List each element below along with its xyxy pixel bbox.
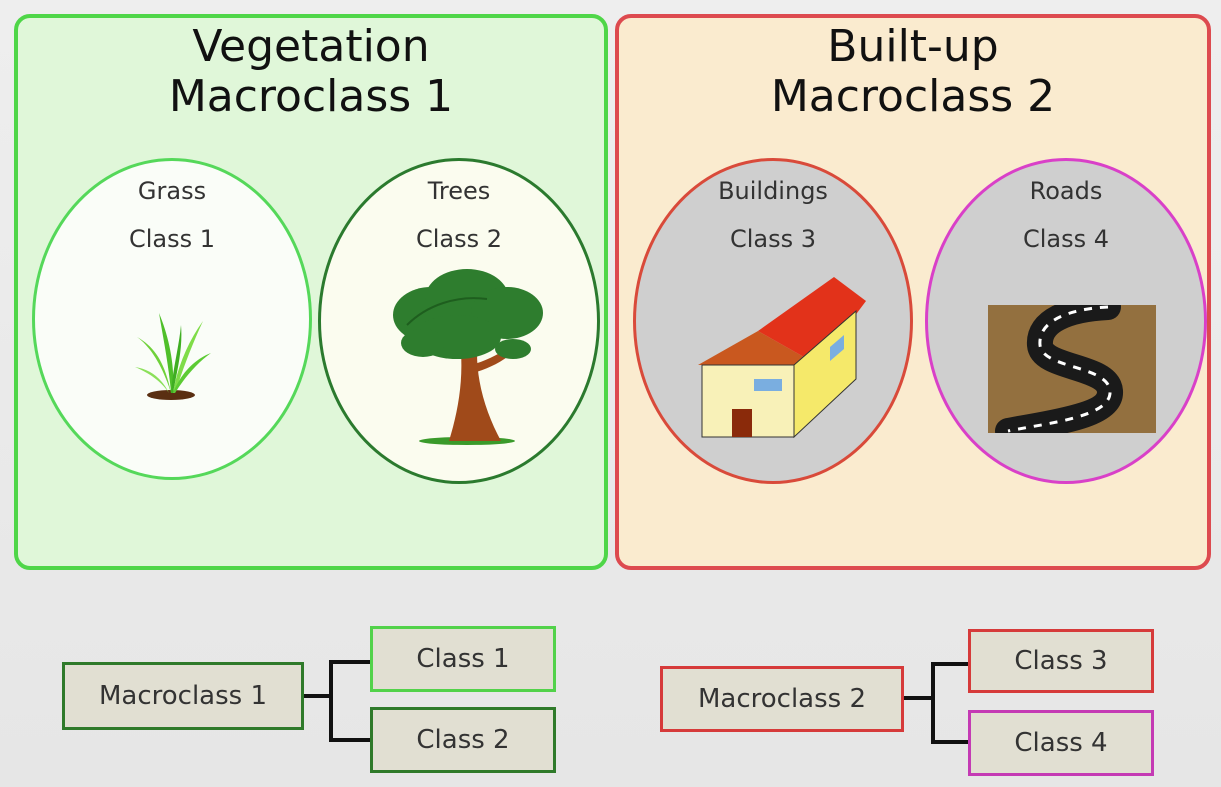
- class1-box: Class 1: [370, 626, 556, 692]
- house-icon: [698, 277, 866, 439]
- macroclass2-box: Macroclass 2: [660, 666, 904, 732]
- vegetation-title: Vegetation Macroclass 1: [18, 22, 604, 122]
- grass-label: Grass: [137, 177, 207, 205]
- trees-class-label: Class 2: [415, 225, 503, 253]
- builtup-panel: Built-up Macroclass 2 Buildings Class 3 …: [615, 14, 1211, 570]
- builtup-title-line2: Macroclass 2: [770, 71, 1056, 122]
- vegetation-title-line1: Vegetation: [192, 21, 430, 72]
- class4-box: Class 4: [968, 710, 1154, 776]
- class4-box-label: Class 4: [1014, 728, 1108, 758]
- grass-class-label: Class 1: [128, 225, 216, 253]
- right-connector-vertical: [931, 662, 935, 744]
- class3-box-label: Class 3: [1014, 646, 1108, 676]
- macroclass1-box: Macroclass 1: [62, 662, 304, 730]
- roads-circle: Roads Class 4: [925, 158, 1207, 484]
- left-connector-top: [329, 660, 371, 664]
- macroclass1-box-label: Macroclass 1: [98, 681, 268, 711]
- grass-circle: Grass Class 1: [32, 158, 312, 480]
- right-connector-bottom: [931, 740, 971, 744]
- buildings-label: Buildings: [718, 177, 828, 205]
- trees-label: Trees: [427, 177, 491, 205]
- class3-box: Class 3: [968, 629, 1154, 693]
- tree-icon: [393, 269, 543, 445]
- buildings-class-label: Class 3: [729, 225, 817, 253]
- builtup-title: Built-up Macroclass 2: [619, 22, 1207, 122]
- buildings-circle: Buildings Class 3: [633, 158, 913, 484]
- road-icon: [988, 305, 1156, 433]
- macroclass2-box-label: Macroclass 2: [697, 684, 867, 714]
- left-connector-vertical: [329, 660, 333, 742]
- roads-label: Roads: [1029, 177, 1103, 205]
- grass-icon: [135, 313, 211, 400]
- vegetation-title-line2: Macroclass 1: [168, 71, 454, 122]
- trees-circle: Trees Class 2: [318, 158, 600, 484]
- builtup-title-line1: Built-up: [827, 21, 999, 72]
- right-connector-stem: [903, 696, 933, 700]
- left-connector-bottom: [329, 738, 371, 742]
- vegetation-panel: Vegetation Macroclass 1 Grass Class 1 Tr…: [14, 14, 608, 570]
- right-connector-top: [931, 662, 971, 666]
- left-connector-stem: [303, 694, 331, 698]
- class2-box: Class 2: [370, 707, 556, 773]
- class1-box-label: Class 1: [416, 644, 510, 674]
- roads-class-label: Class 4: [1022, 225, 1110, 253]
- class2-box-label: Class 2: [416, 725, 510, 755]
